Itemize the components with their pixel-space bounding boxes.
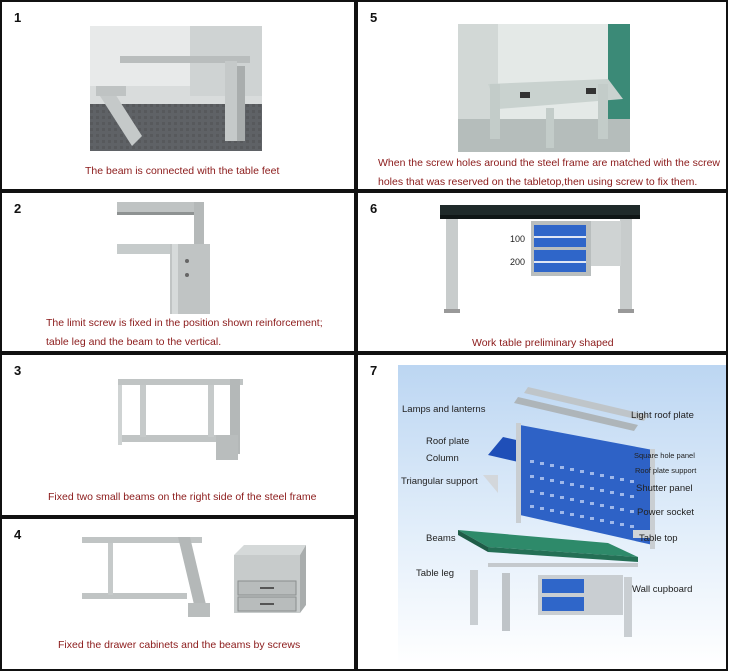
step-3-photo [112,373,247,465]
step-number: 6 [370,201,378,216]
label-square-hole-panel: Square hole panel [634,451,695,460]
label-lamps-and-lanterns: Lamps and lanterns [402,404,486,415]
step-number: 1 [14,10,22,25]
step-3-panel: 3 Fixed two small beams on the right sid… [0,353,356,517]
step-5-caption-line2: holes that was reserved on the tabletop,… [378,176,698,188]
label-table-top: Table top [639,533,678,544]
step-2-caption-line2: table leg and the beam to the vertical. [46,336,222,348]
step-number: 4 [14,527,22,542]
workbench-exploded-diagram [398,365,726,665]
step-5-photo [458,24,630,152]
label-roof-plate: Roof plate [426,436,470,447]
step-7-panel: 7 [356,353,728,671]
step-4-photo-cabinet [230,543,308,615]
step-6-caption: Work table preliminary shaped [472,337,614,349]
step-number: 3 [14,363,22,378]
step-5-caption-line1: When the screw holes around the steel fr… [378,157,720,169]
label-wall-cupboard: Wall cupboard [632,584,693,595]
label-column: Column [426,453,459,464]
label-roof-plate-support: Roof plate support [635,466,697,475]
step-number: 2 [14,201,22,216]
label-triangular-support: Triangular support [401,476,478,487]
step-number: 7 [370,363,378,378]
label-shutter-panel: Shutter panel [636,483,693,494]
step-4-photo-frame [78,533,213,623]
step-6-photo [436,201,646,331]
step-5-panel: 5 When the screw holes around the steel … [356,0,728,191]
step-4-panel: 4 Fixed the drawer cabinets and the beam… [0,517,356,671]
dimension-100: 100 [510,234,526,244]
label-power-socket: Power socket [637,507,695,518]
dimension-200: 200 [510,257,526,267]
step-3-caption: Fixed two small beams on the right side … [48,491,317,503]
step-4-caption: Fixed the drawer cabinets and the beams … [58,639,301,651]
label-table-leg: Table leg [416,568,455,579]
step-2-panel: 2 The limit screw is fixed in the positi… [0,191,356,353]
step-2-caption-line1: The limit screw is fixed in the position… [46,317,323,329]
step-number: 5 [370,10,378,25]
label-beams: Beams [426,533,456,544]
step-2-photo [112,199,222,315]
label-light-roof-plate: Light roof plate [631,410,694,421]
step-1-panel: 1 The beam is connected with the table f… [0,0,356,191]
step-6-panel: 6 100 200 Work table preliminary shaped [356,191,728,353]
step-1-photo [90,26,262,151]
step-1-caption: The beam is connected with the table fee… [85,165,280,177]
